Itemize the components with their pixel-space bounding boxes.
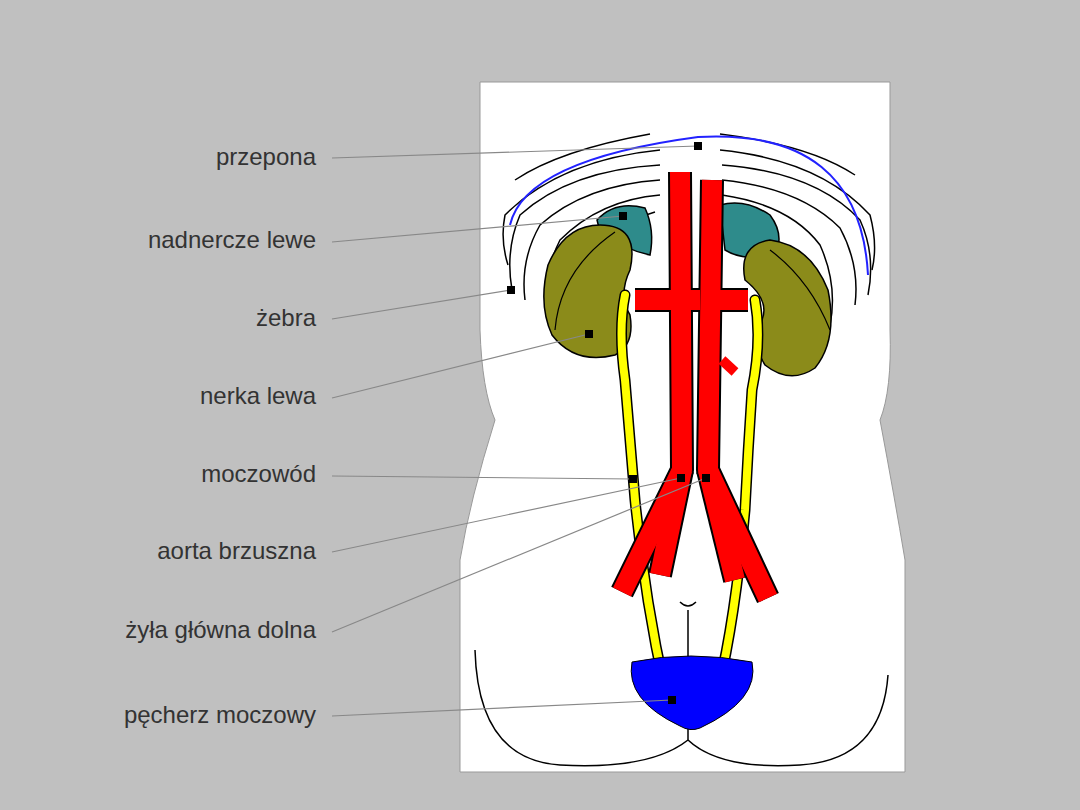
part-label: pęcherz moczowy xyxy=(124,703,316,727)
part-label: nadnercze lewe xyxy=(148,228,316,252)
blood-vessels xyxy=(622,172,768,598)
part-label: przepona xyxy=(216,145,316,169)
part-label: nerka lewa xyxy=(200,384,316,408)
part-label: żebra xyxy=(256,306,316,330)
part-label: moczowód xyxy=(201,462,316,486)
bladder xyxy=(631,656,753,730)
part-label: żyła główna dolna xyxy=(125,618,316,642)
part-label: aorta brzuszna xyxy=(157,539,316,563)
marker-dots xyxy=(507,142,710,704)
leader-lines xyxy=(332,146,706,716)
torso-outline xyxy=(460,82,905,772)
buttocks-lines xyxy=(475,602,888,766)
